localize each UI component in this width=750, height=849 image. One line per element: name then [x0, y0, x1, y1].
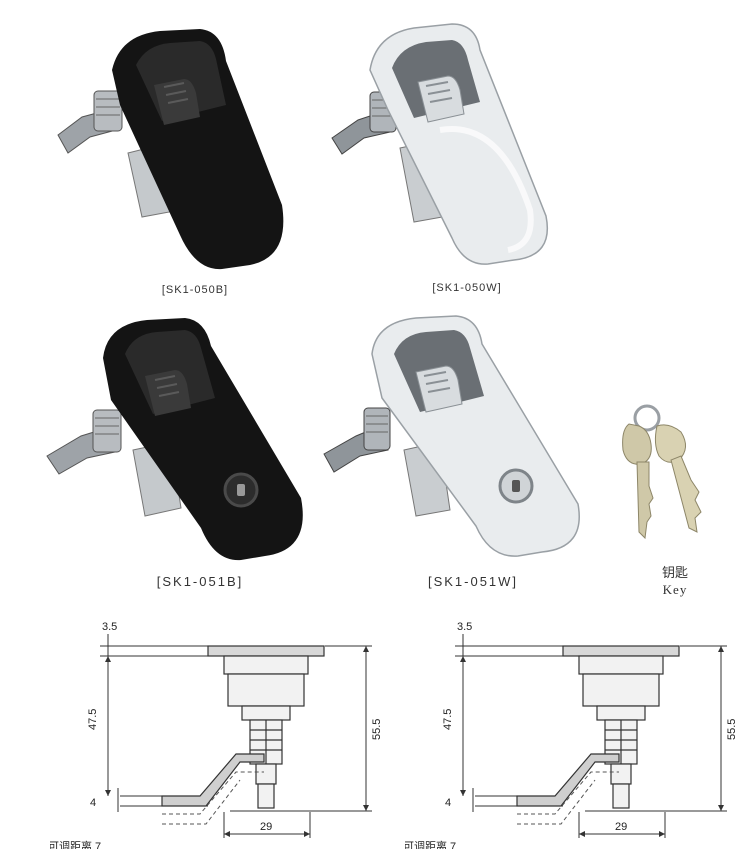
technical-drawing-left: 3.5 47.5 55.5 4 29 可调距离 7	[50, 621, 383, 849]
product-photo-sk1-050b	[57, 29, 284, 270]
product-photo-sk1-050w	[331, 23, 548, 265]
drawing-note: 可调距离 7	[405, 839, 456, 849]
key-label-en: Key	[662, 582, 688, 597]
product-code-sk1-051b: [SK1-051B]	[156, 574, 244, 589]
product-code-sk1-051w: [SK1-051W]	[427, 574, 519, 589]
technical-drawing-right: 3.5 47.5 55.5 4 29 可调距离 7	[405, 621, 738, 849]
product-code-sk1-050w: [SK1-050W]	[432, 282, 502, 294]
product-photo-sk1-051w	[323, 315, 580, 557]
key-label-cn: 钥匙	[661, 566, 688, 581]
dim-label-29: 29	[260, 821, 272, 833]
dim-label-47-5: 47.5	[87, 709, 99, 730]
key-caption: 钥匙 Key	[640, 566, 710, 598]
dim-label-4: 4	[445, 797, 451, 809]
dim-label-55-5: 55.5	[726, 719, 738, 740]
keys-photo	[622, 404, 702, 540]
product-code-sk1-050b: [SK1-050B]	[161, 284, 229, 296]
dim-label-3-5: 3.5	[457, 621, 472, 633]
dim-label-4: 4	[90, 797, 96, 809]
dim-label-55-5: 55.5	[371, 719, 383, 740]
product-photo-sk1-051b	[46, 318, 303, 561]
dim-label-47-5: 47.5	[442, 709, 454, 730]
drawing-note: 可调距离 7	[50, 839, 101, 849]
dim-label-3-5: 3.5	[102, 621, 117, 633]
dim-label-29: 29	[615, 821, 627, 833]
